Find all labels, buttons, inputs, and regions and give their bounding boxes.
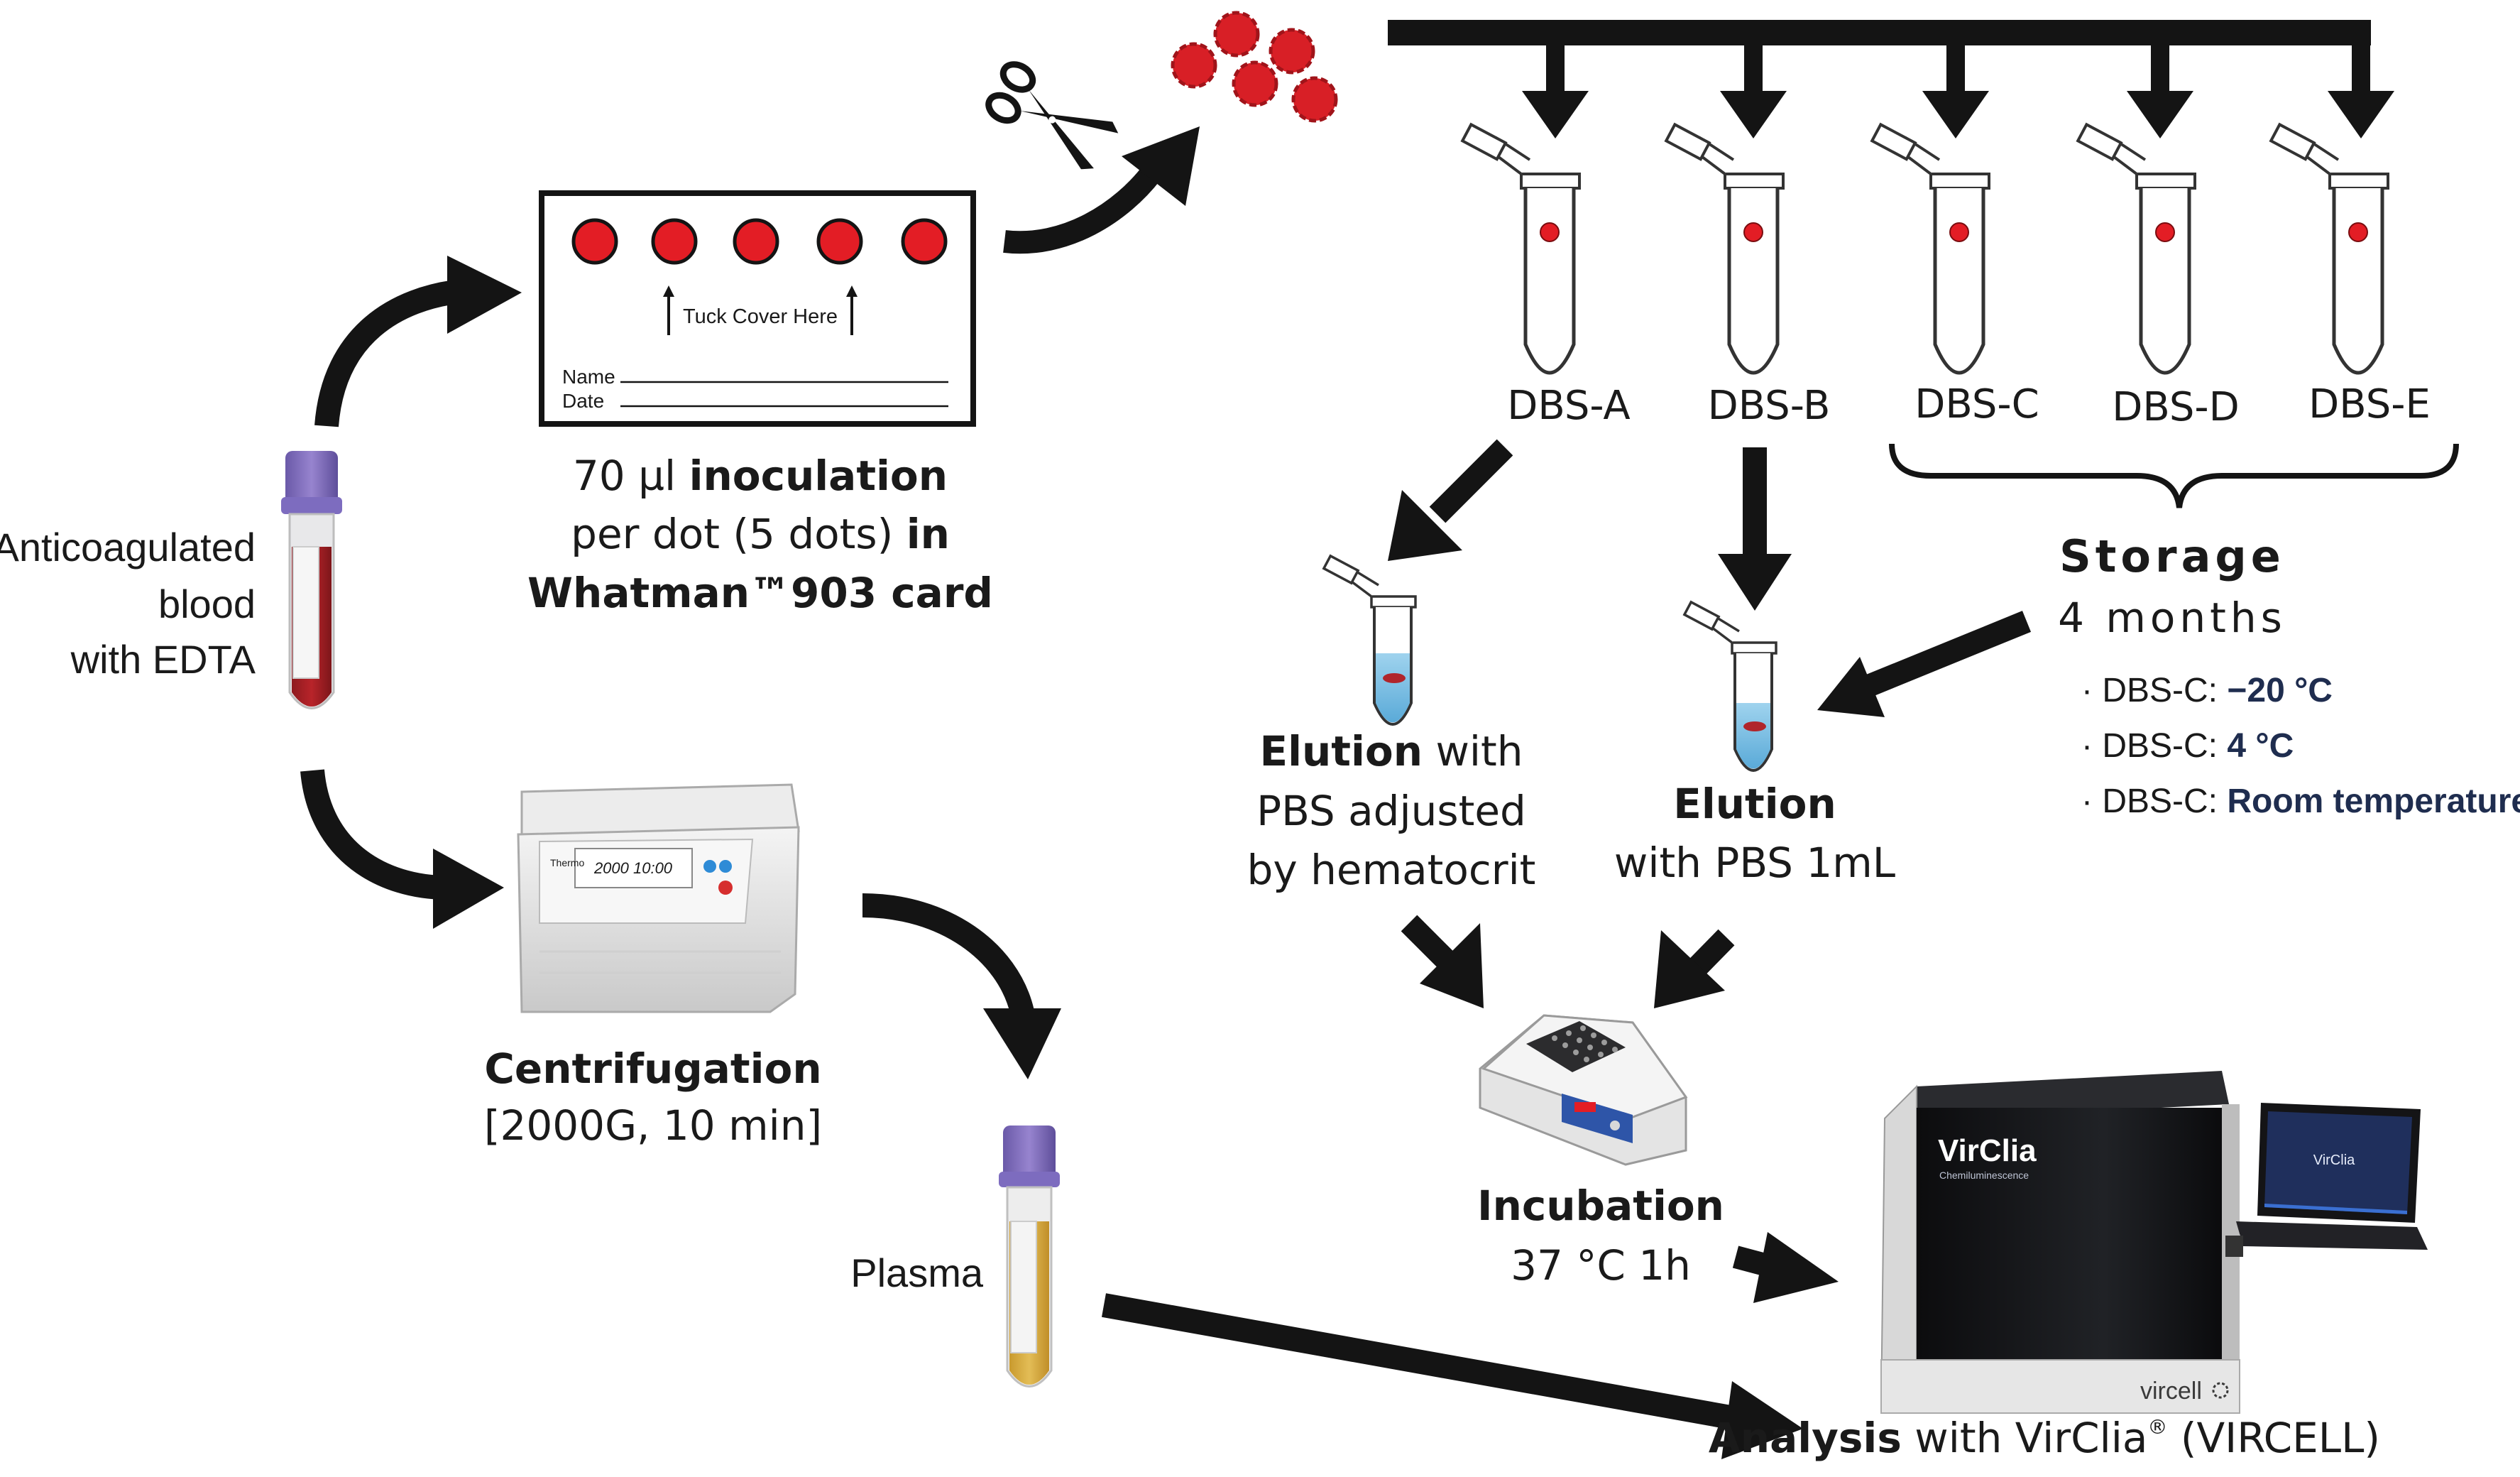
storage-title: Storage xyxy=(2059,530,2285,582)
laptop-icon: VirClia xyxy=(2225,1103,2428,1257)
storage-condition: · DBS-C: −20 °C xyxy=(2081,672,2333,709)
whatman-card: Tuck Cover Here Name Date xyxy=(539,190,976,427)
storage-duration: 4 months xyxy=(2058,594,2286,642)
blood-label-line2: blood xyxy=(158,582,256,626)
analyzer-brand: VirClia xyxy=(1938,1133,2037,1168)
arrow-elution-a-to-incubator xyxy=(1401,915,1484,1008)
elution-b-line2: with PBS 1mL xyxy=(1614,839,1895,887)
arrow-card-to-dots xyxy=(1003,126,1200,254)
elution-tube-icon xyxy=(1682,600,1777,772)
dbs-tube-icon xyxy=(2078,124,2195,373)
incubation-title: Incubation xyxy=(1477,1182,1724,1230)
arrow-incubator-to-analyzer xyxy=(1732,1232,1839,1303)
centrifugation-title: Centrifugation xyxy=(484,1045,821,1093)
tube-label-dbs-d: DBS-D xyxy=(2112,384,2239,430)
incubation-params: 37 °C 1h xyxy=(1511,1241,1691,1290)
card-instruction: Tuck Cover Here xyxy=(683,305,838,328)
punched-dots-icon xyxy=(1171,11,1338,123)
card-date-label: Date xyxy=(562,390,604,412)
elution-a-line1: Elution with xyxy=(1259,727,1523,775)
dbs-tube-icon xyxy=(1666,124,1783,373)
dbs-tube-icon xyxy=(1872,124,1989,373)
elution-a-line2: PBS adjusted xyxy=(1256,787,1526,835)
analyzer-subbrand: Chemiluminescence xyxy=(1939,1170,2029,1181)
blood-tube-icon xyxy=(281,451,342,709)
up-arrow-icon xyxy=(663,285,674,335)
arrow-plasma-to-analysis xyxy=(1102,1293,1803,1459)
arrow-dbs-b-to-elution xyxy=(1718,447,1792,611)
storage-brace xyxy=(1889,443,2459,508)
tube-label-dbs-c: DBS-C xyxy=(1914,381,2039,427)
centrifuge-display: 2000 10:00 xyxy=(593,859,673,877)
arrow-centrifuge-to-plasma xyxy=(862,893,1061,1079)
incubator-icon xyxy=(1479,1014,1688,1166)
laptop-screen-text: VirClia xyxy=(2313,1152,2355,1168)
centrifuge-icon: 2000 10:00 Thermo xyxy=(517,783,800,1013)
analyzer-maker: vircell xyxy=(2140,1378,2202,1405)
analysis-caption: Analysis with VirClia® (VIRCELL) xyxy=(1709,1414,2380,1462)
dbs-tube-icon xyxy=(1462,124,1579,373)
elution-a-line3: by hematocrit xyxy=(1247,846,1536,894)
blood-label-line3: with EDTA xyxy=(70,637,256,682)
storage-condition: · DBS-C: 4 °C xyxy=(2081,727,2294,765)
card-caption-line1: 70 µl inoculation xyxy=(573,452,948,500)
card-caption-line3: Whatman™903 card xyxy=(527,569,993,617)
centrifuge-brand: Thermo xyxy=(550,857,584,868)
arrow-blood-to-centrifuge xyxy=(300,769,504,929)
plasma-tube-icon xyxy=(999,1126,1060,1388)
scissors-icon xyxy=(985,61,1119,170)
tube-label-dbs-e: DBS-E xyxy=(2308,381,2431,427)
storage-condition: · DBS-C: Room temperature xyxy=(2081,783,2520,820)
tube-label-dbs-a: DBS-A xyxy=(1507,383,1630,429)
blood-label-line1: Anticoagulated xyxy=(0,525,256,569)
virclia-analyzer-icon: VirClia Chemiluminescence vircell xyxy=(1880,1071,2240,1414)
tube-label-dbs-b: DBS-B xyxy=(1708,383,1831,429)
arrow-blood-to-card xyxy=(314,256,522,427)
elution-tube-icon xyxy=(1322,554,1417,726)
up-arrow-icon xyxy=(846,285,858,335)
arrow-dbs-a-to-elution xyxy=(1388,439,1513,561)
card-name-label: Name xyxy=(562,366,615,388)
blood-dots xyxy=(571,218,948,265)
arrow-elution-b-to-incubator xyxy=(1654,929,1735,1008)
arrow-storage-to-elution xyxy=(1817,611,2032,717)
dbs-tube-icon xyxy=(2271,124,2388,373)
plasma-label: Plasma xyxy=(850,1250,984,1295)
card-caption-line2: per dot (5 dots) in xyxy=(571,510,950,558)
elution-b-line1: Elution xyxy=(1673,780,1836,828)
centrifugation-params: [2000G, 10 min] xyxy=(484,1101,822,1150)
distribution-bar xyxy=(1388,20,2394,138)
